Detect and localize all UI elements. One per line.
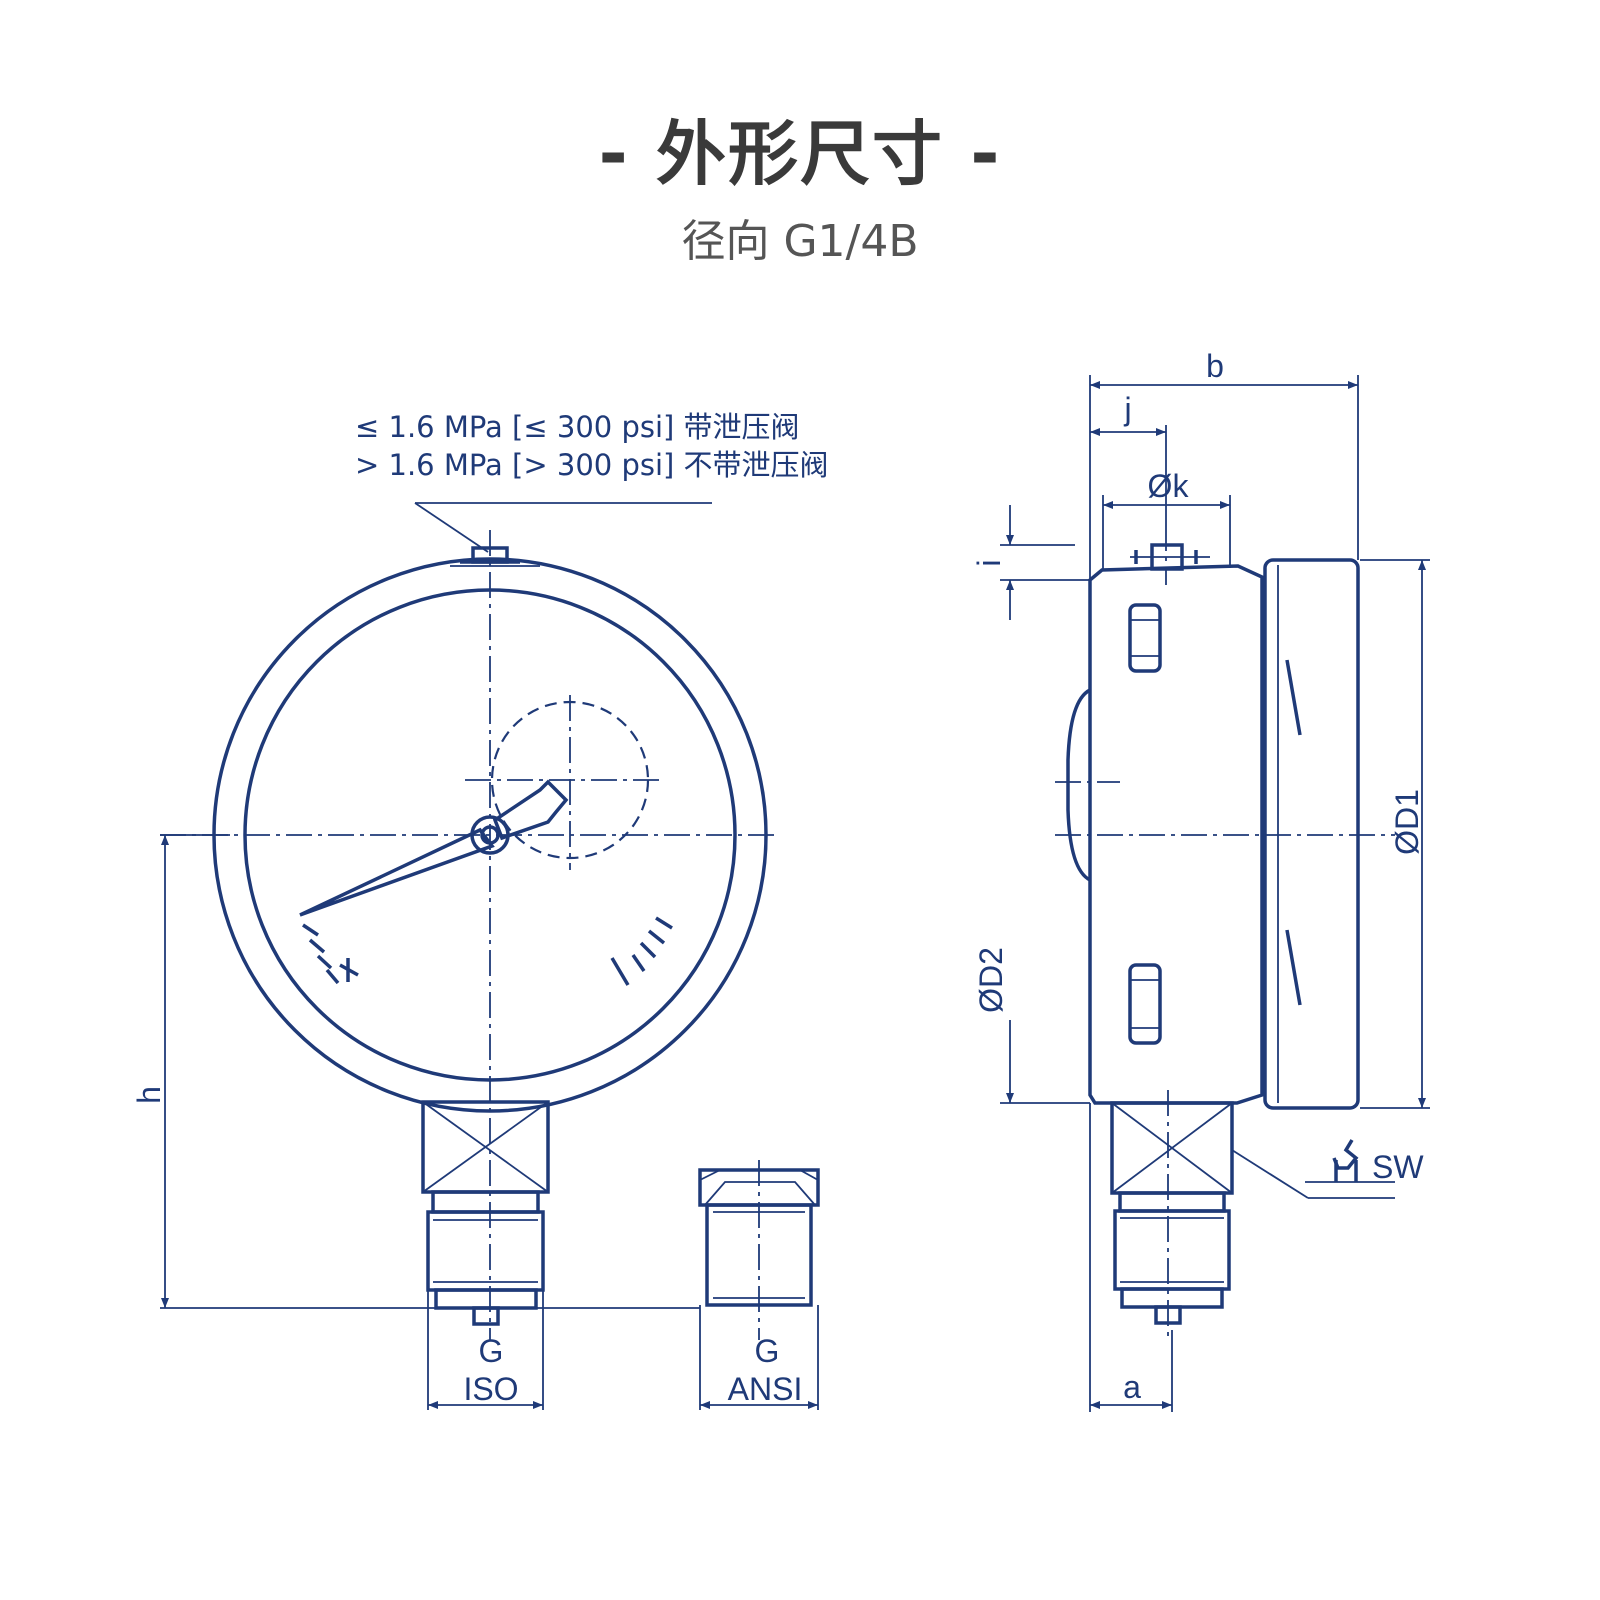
- side-view: b j Øk i ØD1: [971, 348, 1430, 1412]
- side-bezel: [1263, 558, 1360, 1110]
- label-sw: SW: [1372, 1149, 1424, 1185]
- relief-valve-side: [1130, 543, 1210, 571]
- dimension-d1: [1360, 559, 1430, 1109]
- side-socket: [1110, 1101, 1234, 1325]
- scale-ticks-right: [610, 916, 673, 986]
- label-h: h: [131, 1086, 167, 1104]
- dimension-iso: [427, 1290, 544, 1410]
- side-slot-bottom: [1128, 963, 1162, 1045]
- page-title: - 外形尺寸 -: [598, 113, 1002, 195]
- relief-valve-front: [450, 546, 540, 567]
- dimension-a: [1089, 1103, 1173, 1412]
- front-view: h G ISO G ANSI ≤ 1.6 MPa [≤ 300 psi] 带泄压…: [131, 410, 829, 1410]
- label-d2: ØD2: [973, 947, 1009, 1013]
- note-line-2: > 1.6 MPa [> 300 psi] 不带泄压阀: [355, 448, 829, 482]
- note-leader: [414, 502, 712, 553]
- dimension-k: [1102, 495, 1231, 570]
- ansi-fitting: [698, 1160, 820, 1340]
- front-socket: [421, 1100, 550, 1326]
- dimension-b: [1089, 375, 1359, 580]
- side-back-bulge: [1066, 688, 1091, 882]
- note-line-1: ≤ 1.6 MPa [≤ 300 psi] 带泄压阀: [355, 410, 800, 444]
- side-case-body: [1088, 564, 1264, 1105]
- label-b: b: [1206, 348, 1224, 384]
- label-a: a: [1123, 1369, 1141, 1405]
- side-slot-top: [1128, 603, 1162, 673]
- dimension-ansi: [699, 1305, 819, 1410]
- label-j: j: [1123, 391, 1131, 427]
- gauge-pointer: [299, 779, 569, 917]
- label-i: i: [971, 559, 1007, 566]
- label-ansi-g: G: [755, 1333, 780, 1369]
- label-k: Øk: [1148, 468, 1190, 504]
- dimension-d2: [1000, 1020, 1090, 1104]
- label-iso: ISO: [463, 1371, 518, 1407]
- dimension-sw: [1231, 1139, 1395, 1199]
- label-iso-g: G: [479, 1333, 504, 1369]
- page-subtitle: 径向 G1/4B: [681, 216, 919, 267]
- label-d1: ØD1: [1389, 789, 1425, 855]
- scale-ticks-left: [302, 923, 359, 985]
- label-ansi: ANSI: [728, 1371, 803, 1407]
- dimension-h: [160, 834, 700, 1309]
- dimension-i: [1000, 505, 1090, 620]
